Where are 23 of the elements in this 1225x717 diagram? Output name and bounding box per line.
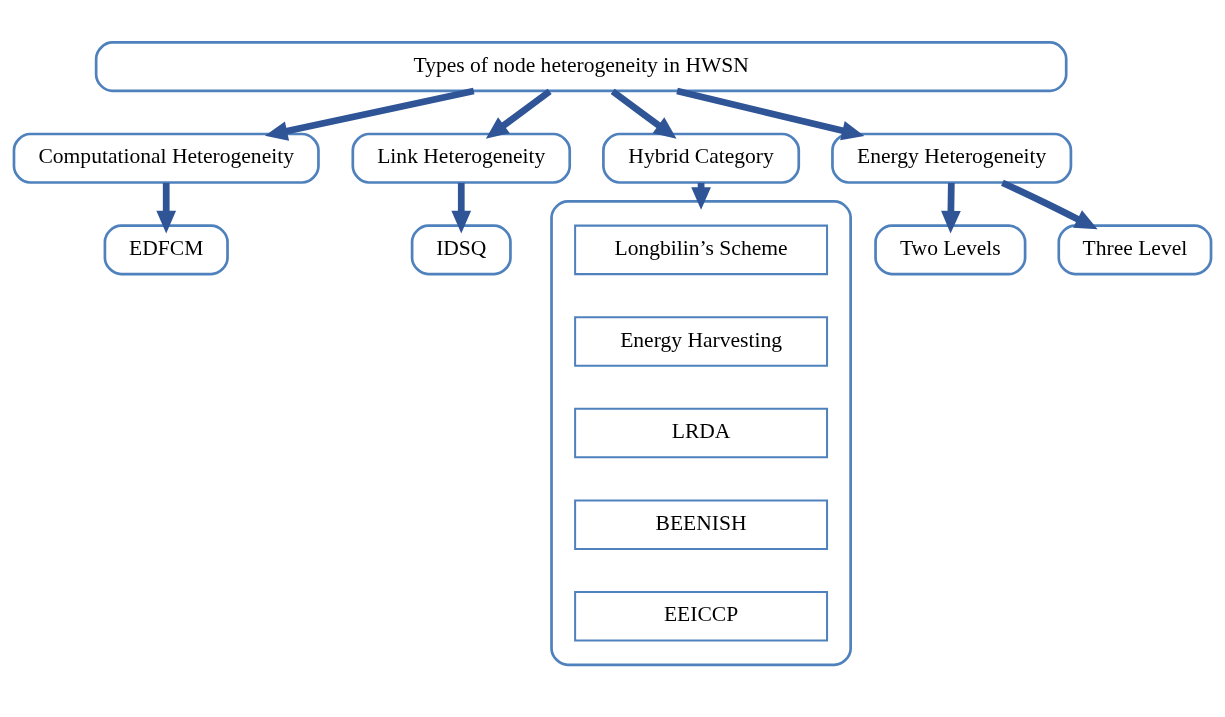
node-box: Energy Harvesting xyxy=(574,315,829,367)
node-box: EEICCP xyxy=(574,590,829,642)
node-box: BEENISH xyxy=(574,498,829,550)
cluster xyxy=(550,199,852,666)
node-box: LRDA xyxy=(574,407,829,458)
node-box: IDSQ xyxy=(410,223,512,275)
arrow xyxy=(1001,179,1098,229)
arrow xyxy=(676,87,865,140)
node-box: Three Level xyxy=(1057,223,1213,275)
arrow xyxy=(485,88,552,139)
node-box: Types of node heterogeneity in HWSN xyxy=(94,40,1068,92)
node-box: Hybrid Category xyxy=(602,132,801,184)
node-box: EDFCM xyxy=(103,223,229,275)
node-box: Longbilin’s Scheme xyxy=(574,224,829,275)
node-box: Energy Heterogeneity xyxy=(831,132,1073,184)
arrow xyxy=(264,87,475,141)
arrow xyxy=(451,182,472,233)
arrow xyxy=(941,182,961,233)
node-box: Link Heterogeneity xyxy=(351,132,572,184)
node-box: Two Levels xyxy=(874,223,1027,275)
arrow xyxy=(156,182,177,233)
arrow xyxy=(610,88,677,139)
node-box: Computational Heterogeneity xyxy=(12,132,320,184)
